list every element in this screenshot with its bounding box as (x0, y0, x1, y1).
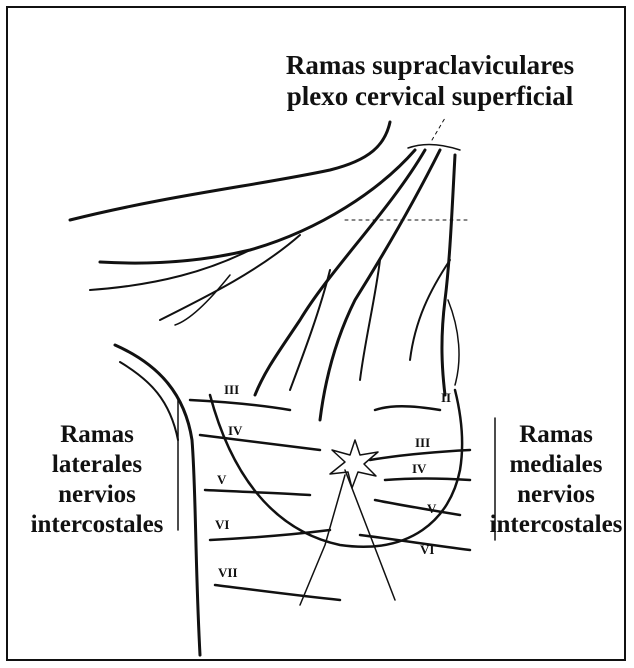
medial-roman-VI: VI (420, 543, 434, 556)
lateral-branch-VII (215, 585, 340, 600)
medial-roman-V: V (427, 502, 436, 515)
supraclavicular-branch-2b (290, 270, 330, 390)
medial-roman-II: II (441, 391, 451, 404)
supraclavicular-branch-2 (255, 150, 425, 395)
medial-label-line2: mediales (478, 450, 634, 480)
shoulder-outline (70, 122, 390, 220)
supraclavicular-branch-4c (448, 300, 459, 385)
medial-roman-IV: IV (412, 462, 426, 475)
medial-branch-IV (385, 479, 470, 481)
medial-roman-III: III (415, 436, 430, 449)
lateral-label-line1: Ramas (12, 420, 182, 450)
medial-label-line1: Ramas (478, 420, 634, 450)
medial-branch-VI (360, 535, 470, 550)
lateral-roman-VII: VII (218, 566, 238, 579)
neck-dash (432, 118, 445, 140)
medial-label-line3: nervios (478, 480, 634, 510)
lateral-roman-IV: IV (228, 424, 242, 437)
medial-branches-label: Ramas mediales nervios intercostales (478, 420, 634, 540)
areola-star (330, 440, 378, 488)
supraclavicular-branch-1c (160, 235, 300, 320)
medial-branch-II (375, 406, 440, 410)
supraclavicular-branch-3 (320, 150, 440, 420)
supraclavicular-label: Ramas supraclaviculares plexo cervical s… (240, 50, 620, 112)
lateral-label-line4: intercostales (12, 510, 182, 540)
nerve-to-nipple-1 (345, 470, 395, 600)
supraclavicular-branch-4 (442, 155, 455, 395)
lateral-label-line3: nervios (12, 480, 182, 510)
medial-branch-III (370, 450, 470, 460)
lateral-branch-IV (200, 435, 320, 450)
medial-label-line4: intercostales (478, 510, 634, 540)
supraclavicular-label-line1: Ramas supraclaviculares (240, 50, 620, 81)
lateral-branch-III (190, 400, 290, 410)
lateral-roman-III: III (224, 383, 239, 396)
supraclavicular-label-line2: plexo cervical superficial (240, 81, 620, 112)
lateral-label-line2: laterales (12, 450, 182, 480)
lateral-branches-label: Ramas laterales nervios intercostales (12, 420, 182, 540)
lateral-roman-V: V (217, 473, 226, 486)
supraclavicular-branch-1d (175, 275, 230, 325)
lateral-roman-VI: VI (215, 518, 229, 531)
supraclavicular-branch-1 (100, 150, 415, 263)
